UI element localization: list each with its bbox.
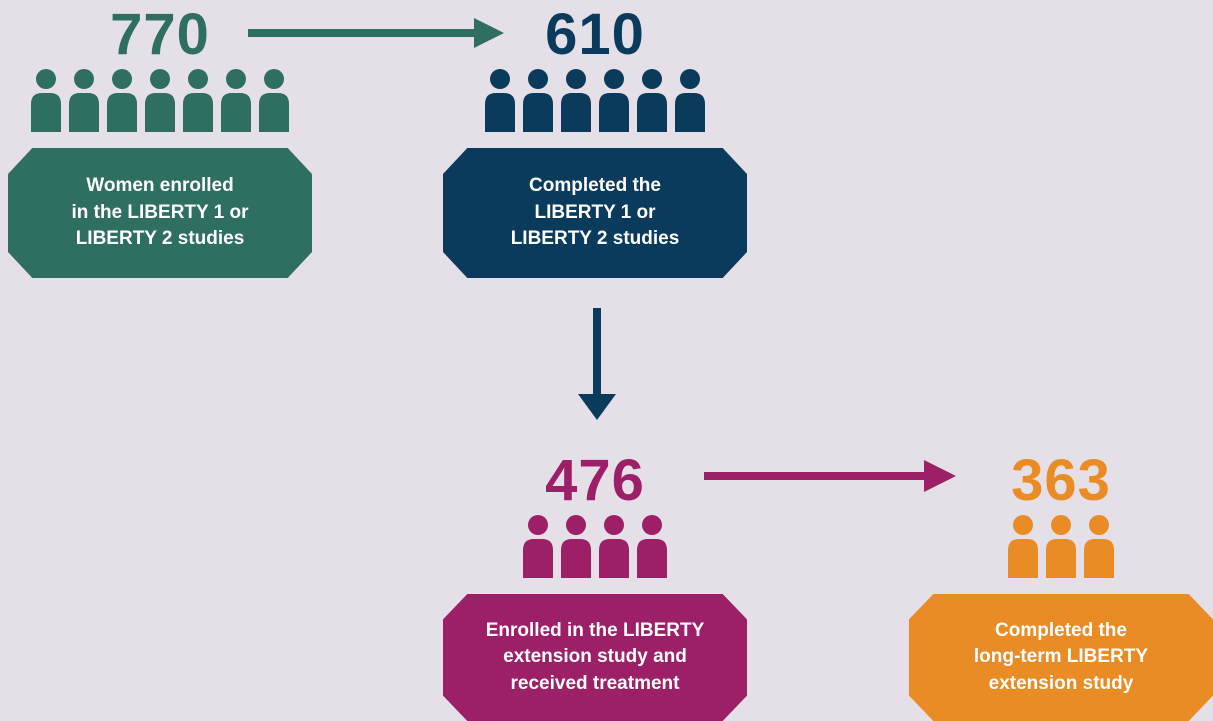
person-icon bbox=[31, 69, 61, 132]
arrow-shaft bbox=[248, 29, 476, 37]
arrow-head bbox=[578, 394, 616, 420]
node-label-box: Completed the long-term LIBERTY extensio… bbox=[909, 594, 1213, 721]
arrow-icon bbox=[704, 460, 956, 492]
person-icon bbox=[69, 69, 99, 132]
person-icon bbox=[523, 515, 553, 578]
person-icon bbox=[183, 69, 213, 132]
person-icon bbox=[599, 515, 629, 578]
person-icon bbox=[1046, 515, 1076, 578]
person-icon bbox=[1008, 515, 1038, 578]
person-icon bbox=[675, 69, 705, 132]
person-icon bbox=[637, 69, 667, 132]
count-476: 476 bbox=[545, 448, 645, 513]
person-icon bbox=[145, 69, 175, 132]
people-group bbox=[8, 68, 312, 132]
node-extension-completed: 363 Completed the long-term LIBERTY exte… bbox=[909, 446, 1213, 721]
count-610: 610 bbox=[545, 2, 645, 67]
people-group bbox=[443, 68, 747, 132]
people-group bbox=[909, 514, 1213, 578]
arrow-icon bbox=[248, 18, 504, 48]
person-icon bbox=[561, 515, 591, 578]
node-label-box: Completed the LIBERTY 1 or LIBERTY 2 stu… bbox=[443, 148, 747, 278]
person-icon bbox=[1084, 515, 1114, 578]
person-icon bbox=[599, 69, 629, 132]
arrow-head bbox=[924, 460, 956, 492]
arrow-shaft bbox=[704, 472, 926, 480]
node-completed-liberty: 610 Completed the LIBERTY 1 or LIBERTY 2… bbox=[443, 0, 747, 280]
arrow-head bbox=[474, 18, 504, 48]
node-label-box: Enrolled in the LIBERTY extension study … bbox=[443, 594, 747, 721]
count-363: 363 bbox=[1011, 448, 1111, 513]
person-icon bbox=[637, 515, 667, 578]
person-icon bbox=[221, 69, 251, 132]
node-label-box: Women enrolled in the LIBERTY 1 or LIBER… bbox=[8, 148, 312, 278]
person-icon bbox=[107, 69, 137, 132]
person-icon bbox=[561, 69, 591, 132]
node-women-enrolled: 770 Women enrolled in the LIBERTY 1 or L… bbox=[8, 0, 312, 280]
node-extension-enrolled: 476 Enrolled in the LIBERTY extension st… bbox=[443, 446, 747, 721]
person-icon bbox=[523, 69, 553, 132]
arrow-icon bbox=[578, 308, 616, 420]
person-icon bbox=[485, 69, 515, 132]
arrow-shaft bbox=[593, 308, 601, 396]
count-770: 770 bbox=[110, 2, 210, 67]
person-icon bbox=[259, 69, 289, 132]
people-group bbox=[443, 514, 747, 578]
